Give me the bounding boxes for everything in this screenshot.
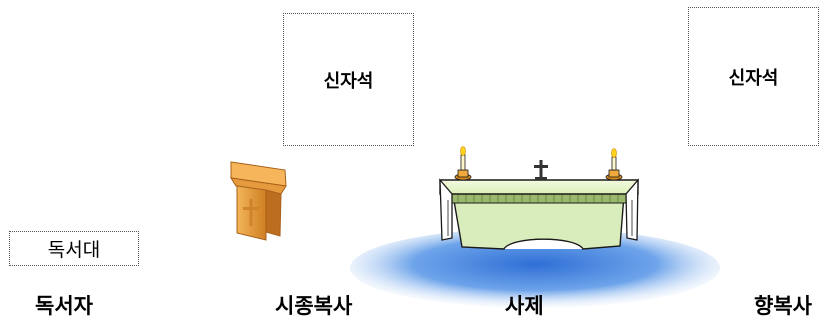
role-server-label: 시종복사 xyxy=(275,294,353,318)
role-thurifer-label: 향복사 xyxy=(754,294,812,318)
altar-icon xyxy=(439,178,639,250)
candle-right-icon xyxy=(605,148,623,181)
lectern-label: 독서대 xyxy=(47,239,101,261)
seating-area-left-label: 신자석 xyxy=(323,70,374,92)
seating-area-right: 신자석 xyxy=(688,7,819,146)
ambo-icon xyxy=(230,161,287,241)
role-reader-label: 독서자 xyxy=(35,294,93,318)
lectern-box: 독서대 xyxy=(9,231,139,266)
floor-shape xyxy=(350,228,720,308)
altar-cross-icon xyxy=(534,160,548,180)
role-priest-label: 사제 xyxy=(505,294,544,318)
seating-area-right-label: 신자석 xyxy=(728,67,779,89)
candle-left-icon xyxy=(454,146,472,181)
seating-area-left: 신자석 xyxy=(283,13,414,146)
